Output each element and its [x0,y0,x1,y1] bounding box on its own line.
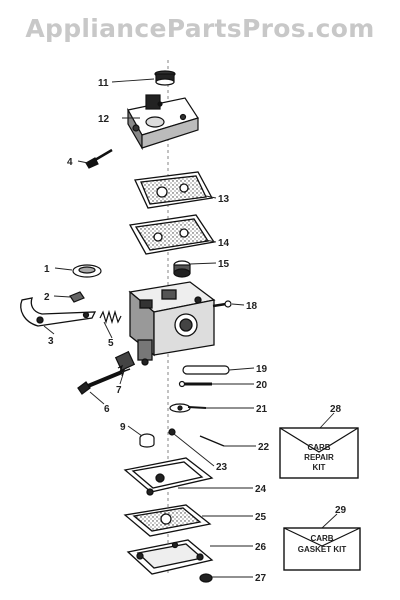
callout-19: 19 [256,364,268,375]
callout-15: 15 [218,259,230,270]
callout-1: 1 [44,264,50,275]
part-1-disc[interactable] [72,264,102,278]
part-20-small-pin[interactable] [178,380,213,388]
callout-6: 6 [104,404,110,415]
part-24-metering-gasket[interactable] [123,457,214,496]
callout-23: 23 [216,462,228,473]
part-19-pin[interactable] [182,365,230,375]
callout-7: 7 [116,385,122,396]
callout-28: 28 [330,404,342,415]
part-11-plug[interactable] [154,70,176,86]
callout-5: 5 [108,338,114,349]
callout-26: 26 [255,542,267,553]
watermark: AppliancePartsPros.com [25,14,375,43]
callout-29: 29 [335,505,347,516]
part-18-throttle-screw[interactable] [212,300,232,308]
carburetor-body[interactable] [128,281,216,366]
callout-12: 12 [98,114,110,125]
repair-kit-line-2: REPAIR [304,453,334,462]
part-23-screw[interactable] [168,428,176,436]
gasket-kit-line-2: GASKET KIT [298,545,347,554]
part-12-pump-cover[interactable] [127,94,199,151]
callout-2: 2 [44,292,50,303]
part-27-screw[interactable] [199,573,213,583]
gasket-kit-line-1: CARB [310,534,333,543]
part-9-cup[interactable] [139,433,155,448]
kit-28-carb-repair-kit[interactable]: 28 CARB REPAIR KIT [279,404,359,479]
part-5-spring[interactable] [99,309,122,325]
callout-4: 4 [67,157,73,168]
callout-21: 21 [256,404,268,415]
callout-numbers: 11 12 4 13 14 15 18 1 2 3 5 7 6 9 19 20 … [44,78,270,584]
kit-29-carb-gasket-kit[interactable]: 29 CARB GASKET KIT [283,505,361,571]
repair-kit-line-1: CARB [307,443,330,452]
callout-24: 24 [255,484,267,495]
part-4-screw[interactable] [85,148,113,169]
callout-27: 27 [255,573,267,584]
part-15-inlet-screen[interactable] [173,260,191,278]
part-6-adjusting-needle[interactable] [77,368,131,395]
callout-22: 22 [258,442,270,453]
callout-25: 25 [255,512,267,523]
part-2-clip[interactable] [69,291,85,303]
part-26-metering-cover[interactable] [126,539,214,575]
repair-kit-line-3: KIT [313,463,326,472]
callout-14: 14 [218,238,230,249]
callout-20: 20 [256,380,268,391]
leader-lines [43,78,256,578]
callout-13: 13 [218,194,230,205]
callout-18: 18 [246,301,258,312]
part-3-throttle-lever[interactable] [20,297,97,327]
callout-3: 3 [48,336,54,347]
part-22-inlet-needle[interactable] [199,435,225,447]
part-25-metering-diaphragm[interactable] [123,504,212,537]
callout-9: 9 [120,422,126,433]
part-13-pump-gasket[interactable] [134,171,214,209]
part-14-pump-diaphragm[interactable] [128,214,216,255]
callout-11: 11 [98,78,109,89]
